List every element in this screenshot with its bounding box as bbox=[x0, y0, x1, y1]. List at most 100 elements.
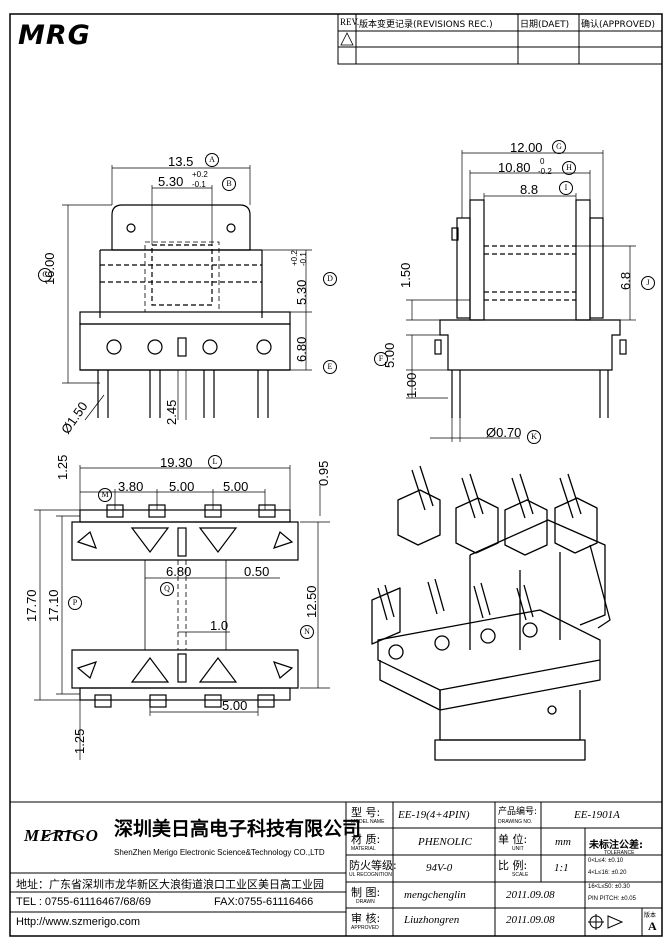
title-block-grid bbox=[10, 801, 662, 936]
approved-value: Liuzhongren bbox=[404, 914, 460, 926]
drawing-no-label-en: DRAWING NO. bbox=[498, 819, 533, 825]
drawn-value: mengchenglin bbox=[404, 889, 466, 901]
scale-value: 1:1 bbox=[554, 862, 569, 874]
bottom-pitch2-dim: 5.00 bbox=[223, 479, 249, 494]
side-flange-dim: 10.80 bbox=[498, 160, 531, 175]
ul-label-en: UL RECOGNITION bbox=[349, 872, 392, 878]
front-base-dim: 6.80 bbox=[294, 336, 309, 362]
side-height-dim: 6.8 bbox=[618, 271, 633, 290]
material-label: 材 质: bbox=[351, 833, 381, 846]
bottom-view bbox=[34, 465, 330, 760]
approved-column-header: 确认(APPROVED) bbox=[581, 20, 655, 30]
version-label: 版本 bbox=[644, 912, 657, 919]
model-label: 型 号: bbox=[351, 806, 381, 819]
scale-label-en: SCALE bbox=[512, 872, 529, 878]
drawing-no-value: EE-1901A bbox=[574, 809, 620, 821]
bottom-inner-dim: 17.10 bbox=[46, 589, 61, 622]
side-flange-tol-upper: 0 bbox=[540, 157, 545, 166]
front-window-tol-lower: -0.1 bbox=[299, 252, 308, 266]
brand-logo: MERIGO bbox=[24, 826, 99, 845]
unit-value: mm bbox=[555, 836, 571, 848]
front-core-tol-lower: -0.1 bbox=[192, 180, 206, 189]
front-pin-len-dim: 2.45 bbox=[164, 399, 179, 425]
material-value: PHENOLIC bbox=[418, 836, 472, 848]
side-width-dim: 12.00 bbox=[510, 140, 543, 155]
unit-label-en: UNIT bbox=[512, 846, 524, 852]
bottom-total-tag: L bbox=[208, 455, 222, 469]
drawn-label: 制 图: bbox=[351, 886, 381, 899]
side-inner-tag: I bbox=[559, 181, 573, 195]
version-value: A bbox=[648, 919, 657, 933]
bottom-slot-dim: 6.80 bbox=[166, 564, 192, 579]
bottom-total-dim: 19.30 bbox=[160, 455, 193, 470]
bottom-center-dim: 1.0 bbox=[210, 618, 229, 633]
company-tel: TEL : 0755-61116467/68/69 bbox=[16, 896, 151, 908]
front-core-tag: B bbox=[222, 177, 236, 191]
bottom-slot-gap-dim: 0.50 bbox=[244, 564, 270, 579]
tolerance-row: 0<L≤4: ±0.10 bbox=[588, 858, 624, 864]
bottom-bottom-margin-dim: 1.25 bbox=[72, 728, 87, 754]
side-inner-dim: 8.8 bbox=[520, 182, 539, 197]
drawn-date: 2011.09.08 bbox=[506, 889, 555, 901]
approved-label-en: APPROVED bbox=[351, 925, 379, 931]
front-width-tag: A bbox=[205, 153, 219, 167]
front-view bbox=[62, 165, 312, 421]
approved-label: 审 核: bbox=[351, 912, 381, 925]
scale-label: 比 例: bbox=[498, 859, 528, 872]
company-website[interactable]: Http://www.szmerigo.com bbox=[16, 916, 141, 928]
front-base-tag: E bbox=[323, 360, 337, 374]
front-core-tol-upper: +0.2 bbox=[192, 170, 208, 179]
front-height-tag: C bbox=[38, 268, 52, 282]
bottom-edge-dim: 3.80 bbox=[118, 479, 144, 494]
material-label-en: MATERIAL bbox=[351, 846, 376, 852]
bottom-slot-tag: Q bbox=[160, 582, 174, 596]
tolerance-row: PIN PITCH: ±0.05 bbox=[588, 896, 636, 902]
logo: MRG bbox=[18, 20, 91, 51]
ul-label: 防火等级: bbox=[349, 859, 397, 872]
side-flange-tag: H bbox=[562, 161, 576, 175]
date-column-header: 日期(DAET) bbox=[520, 20, 570, 30]
model-value: EE-19(4+4PIN) bbox=[398, 809, 470, 821]
tolerance-row: 16<L≤50: ±0.30 bbox=[588, 884, 630, 890]
side-pin-dim: Ø0.70 bbox=[486, 425, 522, 440]
company-name-en: ShenZhen Merigo Electronic Science&Techn… bbox=[114, 848, 325, 857]
bottom-right-margin-dim: 0.95 bbox=[316, 460, 331, 486]
side-dim-b-tag: F bbox=[374, 352, 388, 366]
company-name-cn: 深圳美日高电子科技有限公司 bbox=[114, 818, 362, 840]
tolerance-row: 4<L≤16: ±0.20 bbox=[588, 870, 627, 876]
unit-label: 单 位: bbox=[498, 833, 528, 846]
model-label-en: MODEL NAME bbox=[351, 819, 385, 825]
side-dim-c: 1.00 bbox=[404, 372, 419, 398]
front-window-tol-upper: +0.2 bbox=[290, 250, 299, 266]
ul-value: 94V-0 bbox=[426, 862, 453, 874]
rev-column-header: REV. bbox=[340, 17, 360, 27]
revision-table bbox=[337, 13, 663, 65]
bottom-top-margin-dim: 1.25 bbox=[55, 454, 70, 480]
front-core-dim: 5.30 bbox=[158, 174, 184, 189]
approved-date: 2011.09.08 bbox=[506, 914, 555, 926]
tolerance-title-en: TOLERANCE bbox=[604, 850, 635, 856]
front-window-dim: 5.30 bbox=[294, 279, 309, 305]
drawn-label-en: DRAWN bbox=[356, 899, 375, 905]
company-address: 地址：广东省深圳市龙华新区大浪街道浪口工业区美日高工业园 bbox=[16, 878, 324, 891]
revision-record-header: 版本变更记录(REVISIONS REC.) bbox=[359, 20, 493, 30]
isometric-view bbox=[371, 465, 611, 761]
bottom-pitch1-dim: 5.00 bbox=[169, 479, 195, 494]
side-pin-tag: K bbox=[527, 430, 541, 444]
company-fax: FAX:0755-61116466 bbox=[214, 896, 314, 908]
bottom-overall-dim: 17.70 bbox=[24, 589, 39, 622]
side-height-tag: J bbox=[641, 276, 655, 290]
drawing-border bbox=[9, 13, 663, 937]
bottom-edge-tag: M bbox=[98, 488, 112, 502]
bottom-pitch-bottom-dim: 5.00 bbox=[222, 698, 248, 713]
bottom-span-tag: N bbox=[300, 625, 314, 639]
bottom-inner-tag: P bbox=[68, 596, 82, 610]
side-flange-tol-lower: -0.2 bbox=[538, 167, 552, 176]
side-dim-a: 1.50 bbox=[398, 262, 413, 288]
tolerance-title: 未标注公差: bbox=[589, 840, 643, 851]
front-window-tag: D bbox=[323, 272, 337, 286]
front-width-dim: 13.5 bbox=[168, 154, 194, 169]
bottom-span-dim: 12.50 bbox=[304, 585, 319, 618]
drawing-no-label: 产品编号: bbox=[498, 807, 538, 817]
